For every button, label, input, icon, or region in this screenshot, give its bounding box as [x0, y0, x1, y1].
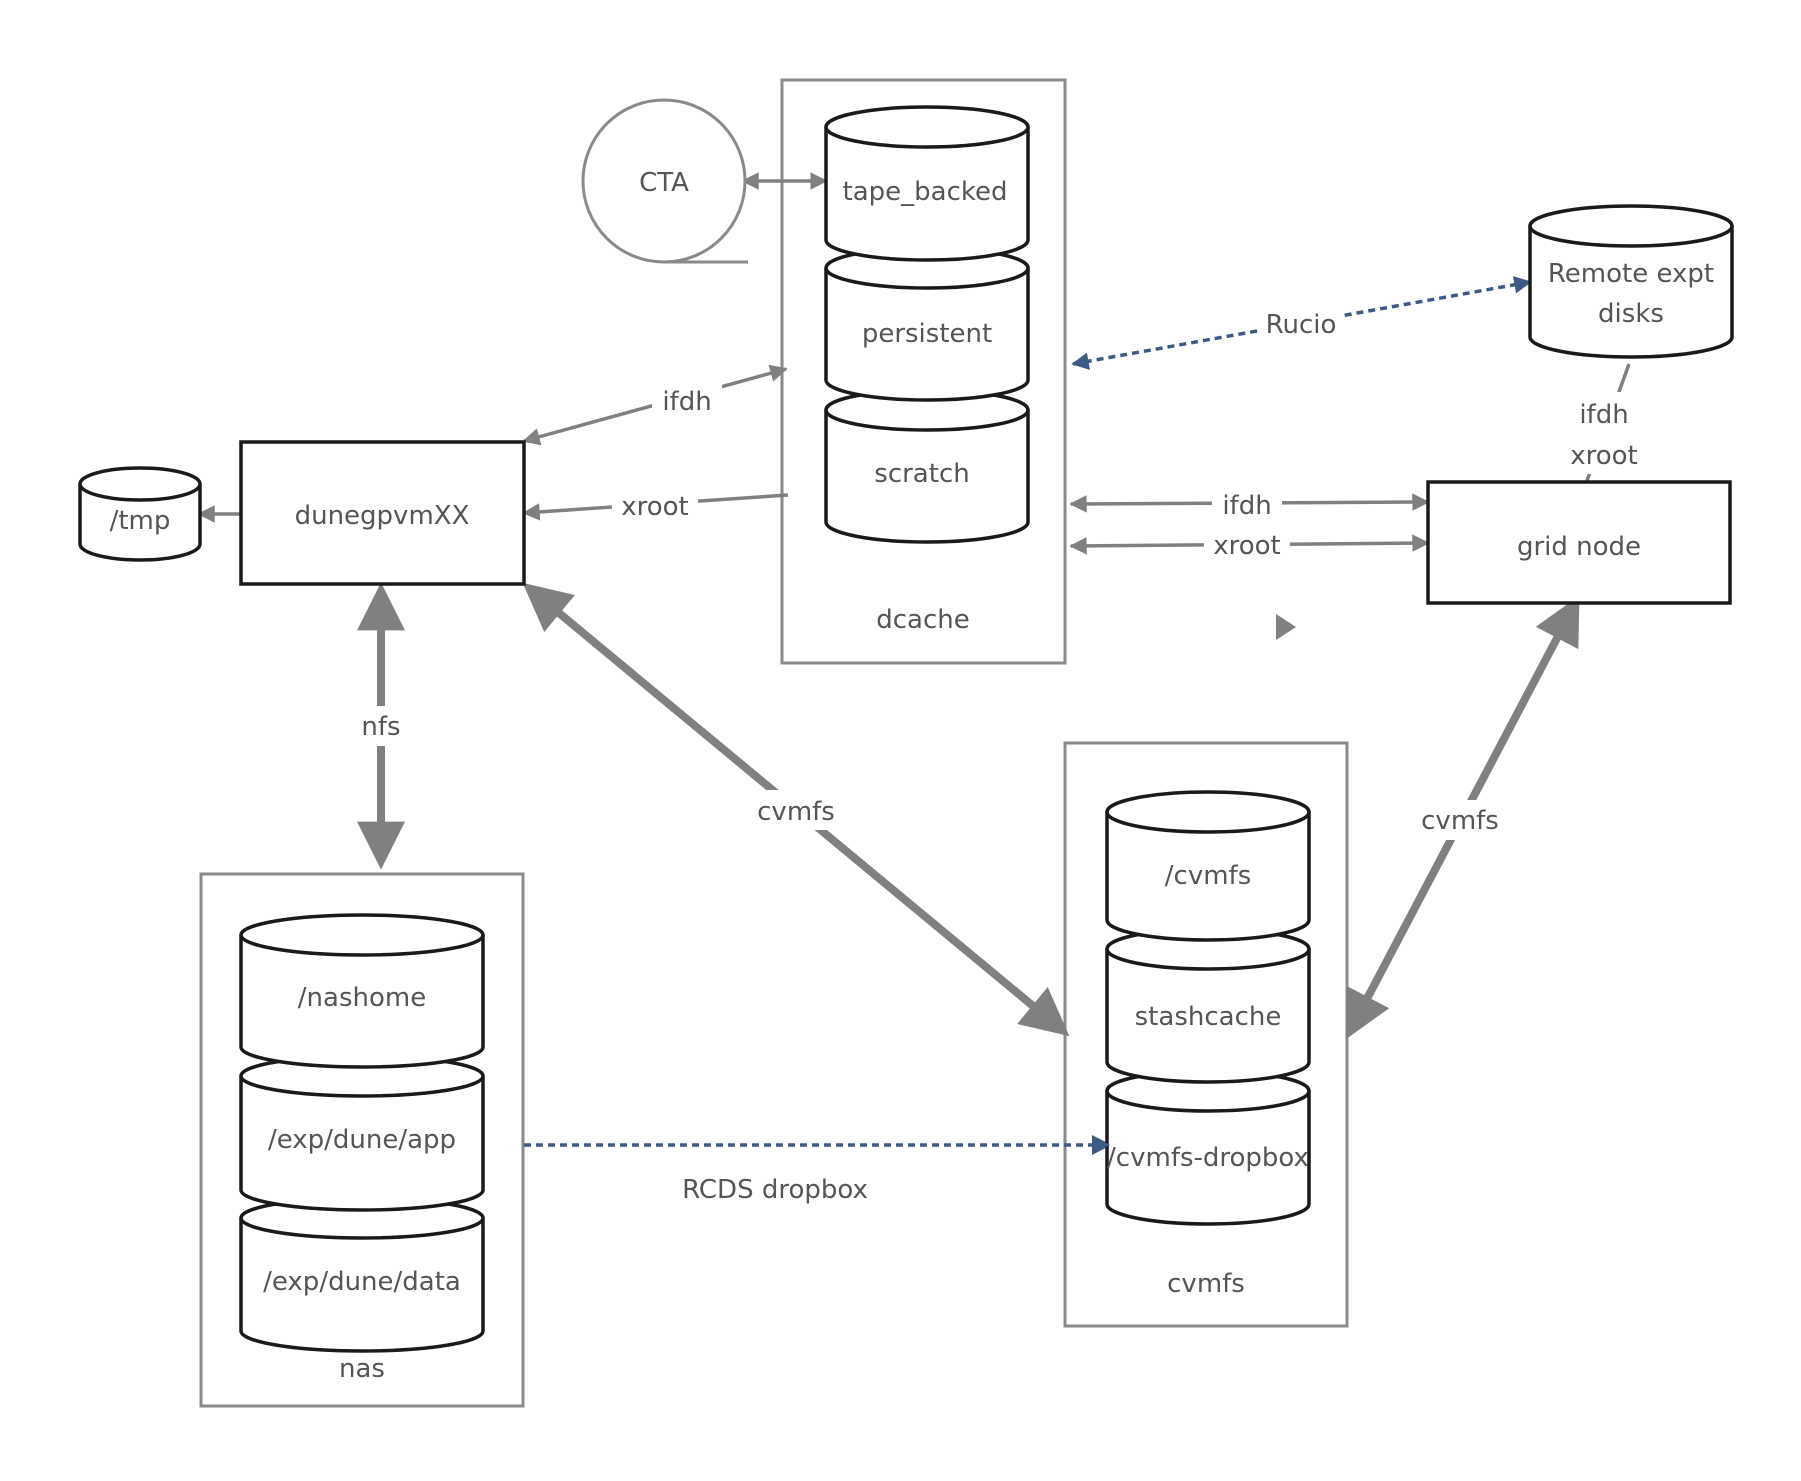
tape-backed-cylinder: tape_backed [824, 105, 1030, 262]
persistent-label: persistent [862, 319, 992, 349]
remote-grid-label-bg [1560, 392, 1648, 474]
rcds-dropbox-label: RCDS dropbox [682, 1175, 868, 1205]
tape-backed-label: tape_backed [843, 177, 1008, 207]
xroot-label-bg [612, 488, 698, 524]
dunegpvm-label: dunegpvmXX [295, 501, 470, 531]
ifdh-dcache-grid-label: ifdh [1222, 491, 1271, 521]
tmp-label: /tmp [110, 506, 171, 536]
dunegpvm-node: dunegpvmXX [239, 440, 526, 586]
nashome-cylinder: /nashome [239, 913, 485, 1069]
cvmfs-gpvm-label: cvmfs [757, 797, 835, 827]
cvmfs-dropbox-cylinder: /cvmfs-dropbox [1105, 1069, 1311, 1226]
persistent-cylinder: persistent [824, 246, 1030, 402]
nfs-label: nfs [361, 712, 400, 742]
rucio-label-bg [1258, 303, 1344, 341]
xroot-grid-label-bg [1204, 528, 1290, 560]
cvmfs-cylinder: /cvmfs [1105, 790, 1311, 942]
remote-grid-xroot-label: xroot [1570, 441, 1638, 471]
dcache-label: dcache [876, 605, 970, 635]
cvmfs-dropbox-label: /cvmfs-dropbox [1107, 1143, 1309, 1173]
remote-grid-ifdh-label: ifdh [1579, 400, 1628, 430]
ifdh-grid-label-bg [1212, 488, 1282, 520]
exp-app-cylinder: /exp/dune/app [239, 1054, 485, 1212]
remote-disks-label-line2: disks [1598, 299, 1664, 329]
cta-tape-node: CTA [581, 98, 748, 264]
grid-node-label: grid node [1517, 532, 1641, 562]
remote-disks-cylinder: Remote expt disks [1528, 204, 1734, 359]
cvmfs-grid-label-bg [1414, 800, 1506, 840]
cvmfs-grid-label: cvmfs [1421, 806, 1499, 836]
xroot-dcache-grid-label: xroot [1213, 531, 1281, 561]
exp-data-cylinder: /exp/dune/data [239, 1196, 485, 1353]
nas-container: nas [199, 872, 525, 1408]
rcds-arrowhead-icon [1092, 1135, 1110, 1155]
ifdh-dcache-gpvm-label: ifdh [662, 387, 711, 417]
tmp-cylinder: /tmp [78, 466, 202, 562]
nas-label: nas [339, 1354, 385, 1384]
nashome-label: /nashome [298, 983, 426, 1013]
grid-node: grid node [1426, 480, 1732, 605]
stashcache-label: stashcache [1135, 1002, 1282, 1032]
stashcache-cylinder: stashcache [1105, 927, 1311, 1084]
exp-data-label: /exp/dune/data [263, 1267, 461, 1297]
exp-app-label: /exp/dune/app [268, 1125, 456, 1155]
remote-disks-label-line1: Remote expt [1548, 259, 1714, 289]
cvmfs-container-label: cvmfs [1167, 1269, 1245, 1299]
nfs-label-bg [352, 706, 410, 746]
scratch-label: scratch [874, 459, 969, 489]
stray-arrowhead-icon [1276, 614, 1296, 640]
xroot-dcache-gpvm-label: xroot [621, 492, 689, 522]
ifdh-label-bg [652, 380, 722, 418]
cvmfs-gpvm-label-bg [750, 790, 842, 830]
rucio-label: Rucio [1266, 310, 1337, 340]
cta-label: CTA [639, 168, 689, 198]
cvmfs-disk-label: /cvmfs [1165, 861, 1251, 891]
scratch-cylinder: scratch [824, 388, 1030, 544]
